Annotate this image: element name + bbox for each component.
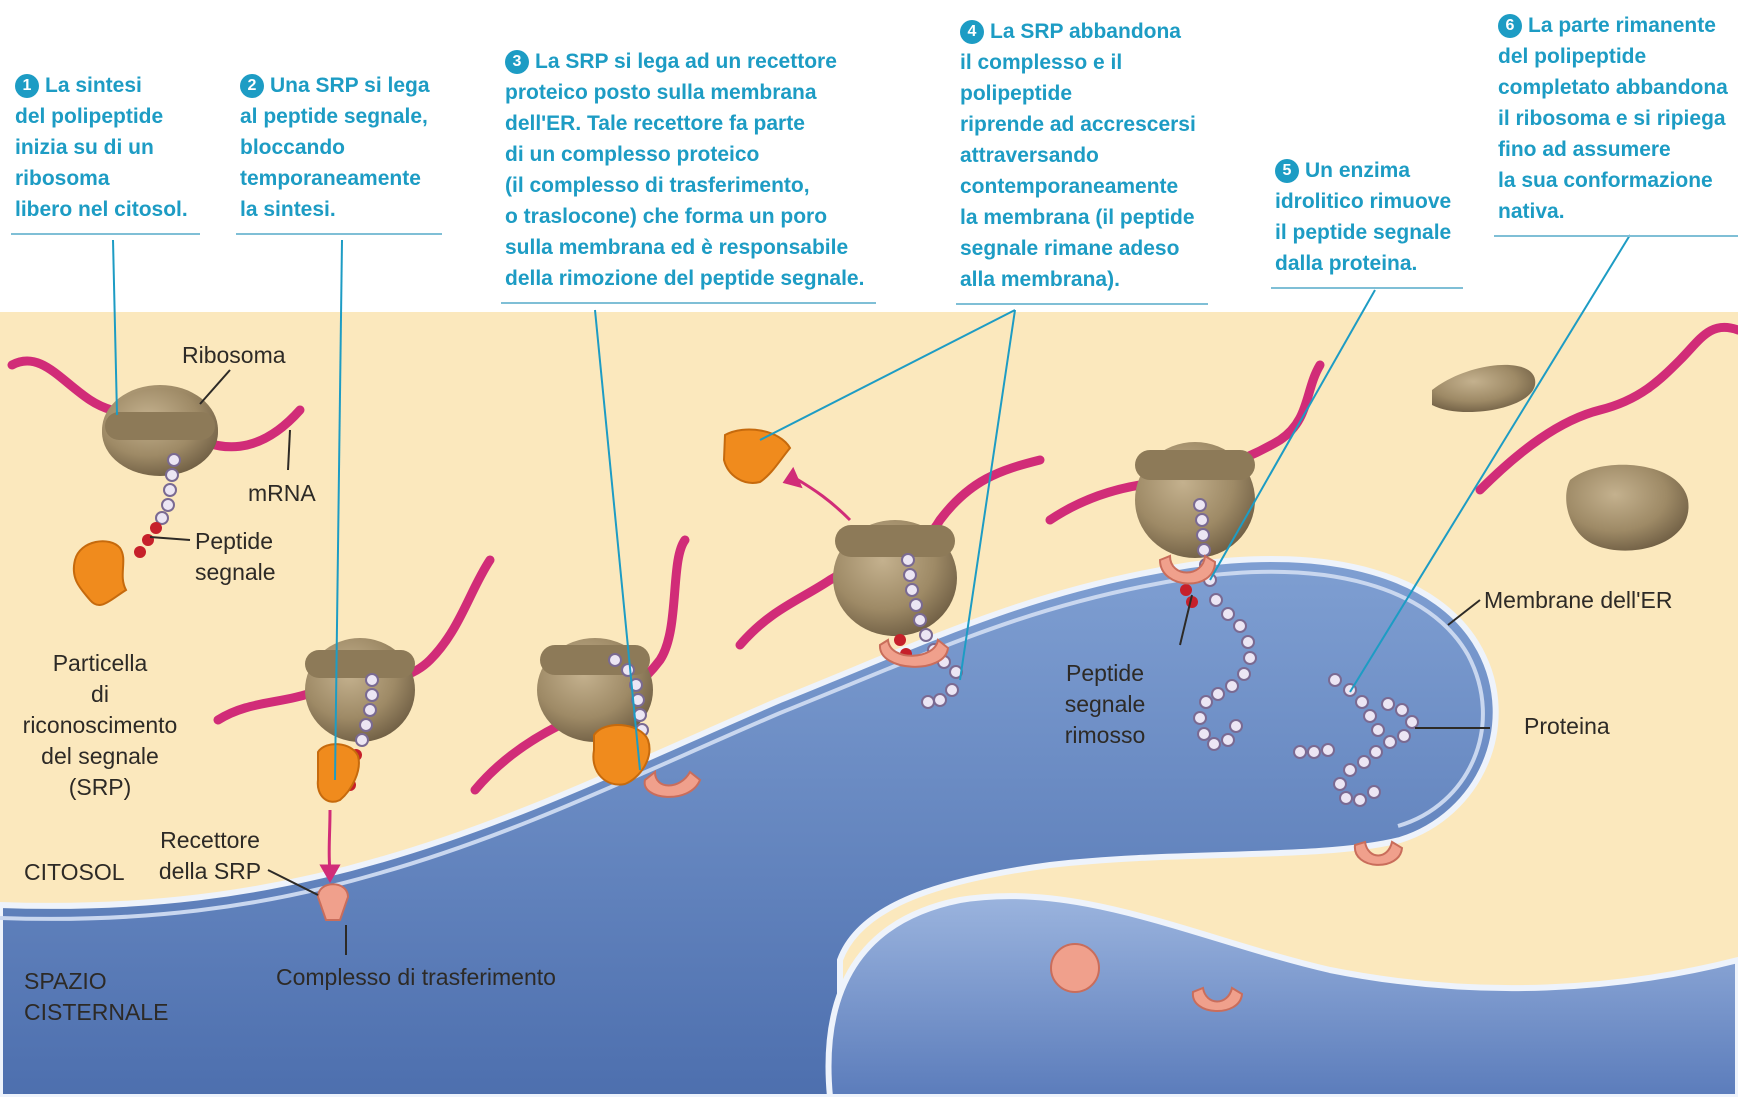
step-3-line-6: o traslocone) che forma un poro (505, 201, 864, 232)
step-4-line-1: La SRP abbandona (990, 20, 1181, 43)
step-4-annotation: 4 La SRP abbandona il complesso e il poli… (960, 16, 1196, 295)
label-proteina: Proteina (1524, 711, 1610, 742)
step-4-line-4: riprende ad accrescersi (960, 109, 1196, 140)
step-4-line-2: il complesso e il (960, 47, 1196, 78)
step-6-line-7: nativa. (1498, 196, 1728, 227)
step-3-line-2: proteico posto sulla membrana (505, 77, 864, 108)
step-5-rule (1271, 287, 1463, 289)
step-1-line-1: La sintesi (45, 74, 142, 97)
step-1-line-5: libero nel citosol. (15, 194, 188, 225)
step-4-line-9: alla membrana). (960, 264, 1196, 295)
label-recettore: Recettore della SRP (140, 825, 280, 887)
step-4-line-8: segnale rimane adeso (960, 233, 1196, 264)
step-2-annotation: 2 Una SRP si lega al peptide segnale, blo… (240, 70, 430, 225)
step-6-line-2: del polipeptide (1498, 41, 1728, 72)
label-membrane-er: Membrane dell'ER (1484, 585, 1672, 616)
step-1-line-3: inizia su di un (15, 132, 188, 163)
step-6-line-3: completato abbandona (1498, 72, 1728, 103)
label-peptide-rimosso-line-3: rimosso (1040, 720, 1170, 751)
step-3-line-3: dell'ER. Tale recettore fa parte (505, 108, 864, 139)
label-srp-line-4: del segnale (14, 741, 186, 772)
ribosome-1 (102, 385, 218, 476)
step-3-line-1: La SRP si lega ad un recettore (535, 50, 837, 73)
step-4-line-5: attraversando (960, 140, 1196, 171)
step-2-line-4: temporaneamente (240, 163, 430, 194)
step-4-number: 4 (960, 20, 984, 44)
step-6-number: 6 (1498, 14, 1522, 38)
step-1-line-2: del polipeptide (15, 101, 188, 132)
ribosome-5 (1135, 442, 1255, 558)
step-5-number: 5 (1275, 159, 1299, 183)
label-srp-line-5: (SRP) (14, 772, 186, 803)
step-6-line-4: il ribosoma e si ripiega (1498, 103, 1728, 134)
step-4-rule (956, 303, 1208, 305)
step-6-line-6: la sua conformazione (1498, 165, 1728, 196)
step-1-line-4: ribosoma (15, 163, 188, 194)
step-4-line-7: la membrana (il peptide (960, 202, 1196, 233)
step-5-annotation: 5 Un enzima idrolitico rimuove il peptide… (1275, 155, 1451, 279)
label-peptide-segnale-line-2: segnale (195, 557, 276, 588)
label-srp: Particella di riconoscimento del segnale… (14, 648, 186, 803)
label-citosol: CITOSOL (24, 857, 125, 888)
label-complesso-trasferimento: Complesso di trasferimento (276, 962, 556, 993)
label-spazio-cisternale: SPAZIO CISTERNALE (24, 966, 168, 1028)
step-3-line-8: della rimozione del peptide segnale. (505, 263, 864, 294)
step-3-line-5: (il complesso di trasferimento, (505, 170, 864, 201)
label-srp-line-1: Particella (14, 648, 186, 679)
step-5-line-2: idrolitico rimuove (1275, 186, 1451, 217)
label-ribosoma: Ribosoma (182, 340, 286, 371)
step-2-line-2: al peptide segnale, (240, 101, 430, 132)
label-mrna: mRNA (248, 478, 316, 509)
step-6-line-5: fino ad assumere (1498, 134, 1728, 165)
label-peptide-rimosso: Peptide segnale rimosso (1040, 658, 1170, 751)
step-5-line-3: il peptide segnale (1275, 217, 1451, 248)
step-2-line-5: la sintesi. (240, 194, 430, 225)
label-peptide-segnale: Peptide segnale (195, 526, 276, 588)
step-2-number: 2 (240, 74, 264, 98)
step-1-number: 1 (15, 74, 39, 98)
step-3-annotation: 3 La SRP si lega ad un recettore proteico… (505, 46, 864, 294)
ribosome-4 (833, 520, 957, 636)
step-3-line-7: sulla membrana ed è responsabile (505, 232, 864, 263)
label-recettore-line-2: della SRP (140, 856, 280, 887)
step-2-line-3: bloccando (240, 132, 430, 163)
step-5-line-4: dalla proteina. (1275, 248, 1451, 279)
step-2-line-1: Una SRP si lega (270, 74, 430, 97)
step-1-annotation: 1 La sintesi del polipeptide inizia su di… (15, 70, 188, 225)
step-3-rule (501, 302, 876, 304)
step-2-rule (236, 233, 442, 235)
step-6-annotation: 6 La parte rimanente del polipeptide comp… (1498, 10, 1728, 227)
step-4-line-3: polipeptide (960, 78, 1196, 109)
step-1-rule (11, 233, 200, 235)
step-6-rule (1494, 235, 1738, 237)
label-recettore-line-1: Recettore (140, 825, 280, 856)
step-6-line-1: La parte rimanente (1528, 14, 1716, 37)
label-peptide-rimosso-line-1: Peptide (1040, 658, 1170, 689)
step-4-line-6: contemporaneamente (960, 171, 1196, 202)
label-spazio-line-2: CISTERNALE (24, 997, 168, 1028)
label-peptide-rimosso-line-2: segnale (1040, 689, 1170, 720)
label-spazio-line-1: SPAZIO (24, 966, 168, 997)
label-peptide-segnale-line-1: Peptide (195, 526, 276, 557)
step-3-line-4: di un complesso proteico (505, 139, 864, 170)
label-srp-line-2: di (14, 679, 186, 710)
step-3-number: 3 (505, 50, 529, 74)
step-5-line-1: Un enzima (1305, 159, 1410, 182)
label-srp-line-3: riconoscimento (14, 710, 186, 741)
